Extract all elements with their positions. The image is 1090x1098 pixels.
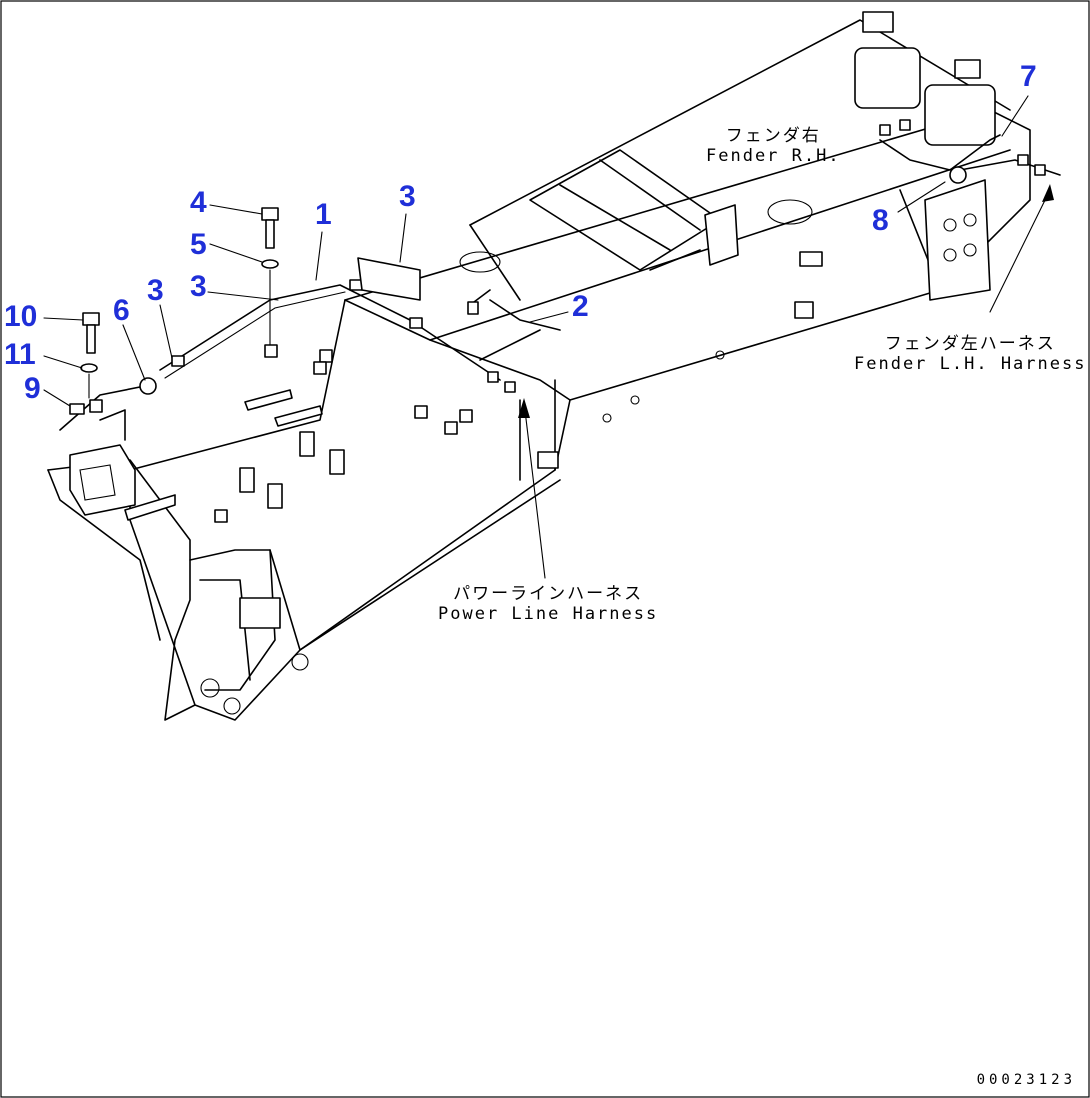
- callout-3-middle: 3: [190, 270, 207, 303]
- callout-1: 1: [315, 198, 332, 231]
- note-fender-rh: フェンダ右 Fender R.H.: [706, 126, 841, 166]
- callout-5: 5: [190, 228, 207, 261]
- callout-7: 7: [1020, 60, 1037, 93]
- callout-10: 10: [4, 300, 38, 333]
- rear-lamp-left: [69, 444, 176, 521]
- arrow-power-line: [518, 398, 530, 418]
- note-fender-rh-en: Fender R.H.: [706, 146, 841, 166]
- callout-11: 11: [4, 338, 36, 371]
- arrow-fender-lh: [1042, 184, 1054, 202]
- callout-6: 6: [113, 294, 130, 327]
- callout-8: 8: [872, 204, 889, 237]
- callout-4: 4: [190, 186, 207, 219]
- note-power-line-harness: パワーラインハーネス Power Line Harness: [438, 584, 658, 624]
- note-fender-lh-harness: フェンダ左ハーネス Fender L.H. Harness: [854, 334, 1086, 374]
- note-fender-lh-en: Fender L.H. Harness: [854, 354, 1087, 374]
- front-lamps-right: [854, 11, 996, 301]
- harness-wires: [59, 119, 1061, 441]
- callout-3-top: 3: [399, 180, 416, 213]
- rear-bracket: [47, 459, 309, 721]
- callout-2: 2: [572, 290, 589, 323]
- callout-3-left: 3: [147, 274, 164, 307]
- callout-9: 9: [24, 372, 41, 405]
- note-fender-lh-jp: フェンダ左ハーネス: [884, 334, 1056, 354]
- note-power-line-jp: パワーラインハーネス: [453, 584, 644, 604]
- leader-lines: [43, 95, 1051, 579]
- note-fender-rh-jp: フェンダ右: [725, 126, 821, 146]
- hardware: [69, 207, 421, 415]
- note-power-line-en: Power Line Harness: [438, 604, 659, 624]
- floor-studs: [214, 344, 473, 523]
- cross-members: [459, 149, 823, 469]
- document-number: 00023123: [976, 1072, 1076, 1088]
